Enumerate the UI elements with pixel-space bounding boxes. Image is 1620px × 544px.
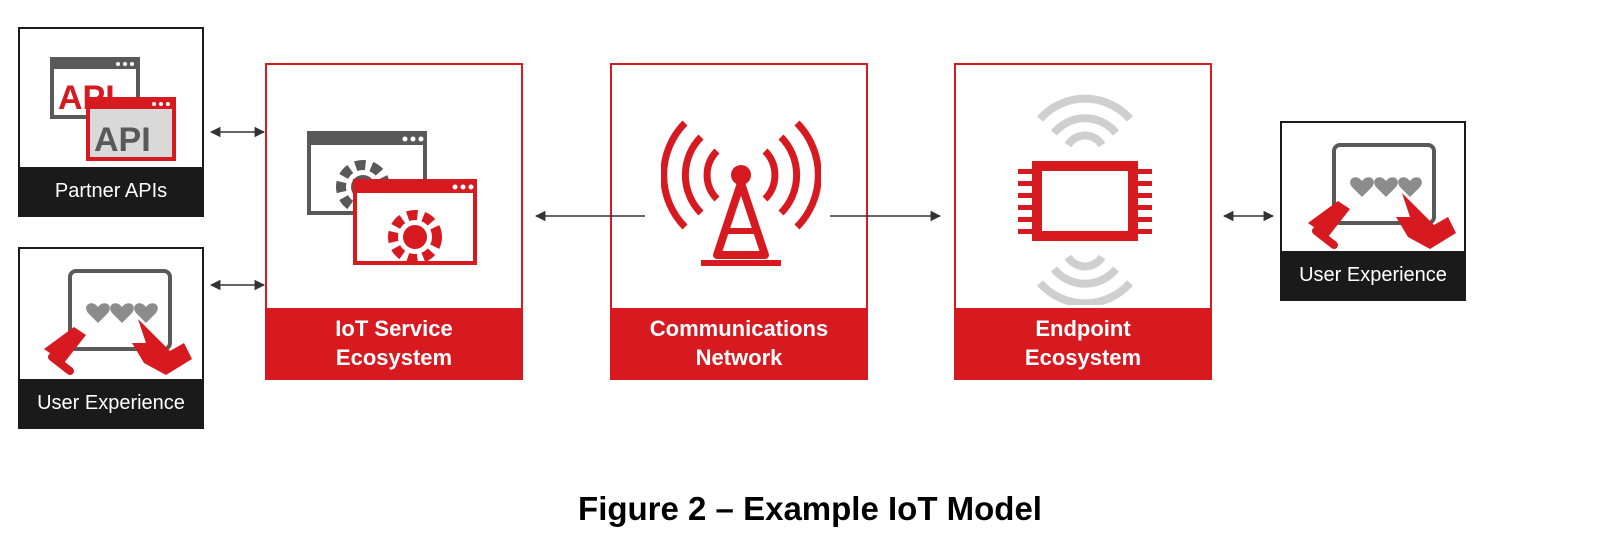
chip-signal-icon <box>1018 94 1152 305</box>
endpoint-label-line2: Ecosystem <box>1024 345 1142 370</box>
communications-label-line1: Communications <box>649 316 829 341</box>
arrow-partner-apis-iot <box>209 126 266 138</box>
gear-windows-icon <box>307 131 477 265</box>
arrow-user-experience-iot <box>209 279 266 291</box>
endpoint-label: Endpoint Ecosystem <box>956 308 1210 378</box>
partner-apis-node: API API Partner APIs <box>18 27 204 217</box>
iot-service-label-line2: Ecosystem <box>335 345 453 370</box>
user-experience-left-label: User Experience <box>20 379 202 427</box>
radio-tower-icon <box>661 120 821 266</box>
endpoint-node: Endpoint Ecosystem <box>954 63 1212 380</box>
arrow-communications-to-iot <box>534 210 645 222</box>
figure-caption: Figure 2 – Example IoT Model <box>578 490 1042 527</box>
communications-node: Communications Network <box>610 63 868 380</box>
user-experience-left-node: User Experience <box>18 247 204 429</box>
iot-service-node: IoT Service Ecosystem <box>265 63 523 380</box>
api-front-text: API <box>94 121 151 159</box>
partner-apis-label: Partner APIs <box>20 167 202 215</box>
user-experience-right-node: User Experience <box>1280 121 1466 301</box>
api-windows-icon: API API <box>50 57 176 161</box>
iot-service-label: IoT Service Ecosystem <box>267 308 521 378</box>
arrow-endpoint-user-experience <box>1222 210 1275 222</box>
endpoint-label-line1: Endpoint <box>1035 316 1131 341</box>
user-experience-right-label: User Experience <box>1282 251 1464 299</box>
iot-service-label-line1: IoT Service <box>335 316 453 341</box>
tablet-touch-icon <box>1308 143 1456 249</box>
tablet-touch-icon <box>44 269 192 375</box>
communications-label: Communications Network <box>612 308 866 378</box>
communications-label-line2: Network <box>695 345 783 370</box>
arrow-communications-to-endpoint <box>830 210 942 222</box>
